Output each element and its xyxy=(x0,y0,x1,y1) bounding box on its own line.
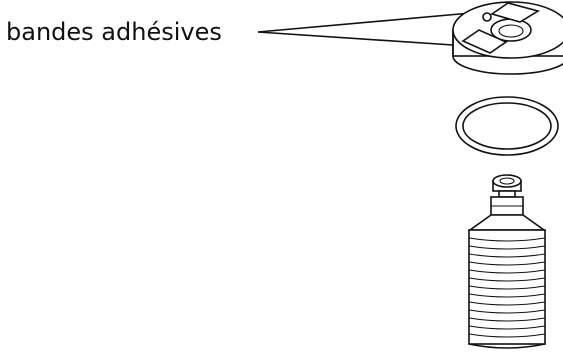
cap-part xyxy=(452,1,563,75)
adhesive-strip-top xyxy=(490,2,541,23)
o-ring-part xyxy=(455,96,559,156)
adhesive-strips-label: bandes adhésives xyxy=(6,18,222,46)
bellows-bottle-part xyxy=(467,174,547,349)
leader-lines xyxy=(257,11,483,47)
bellows-ribs xyxy=(468,237,546,338)
adhesive-strip-bottom xyxy=(461,29,508,54)
